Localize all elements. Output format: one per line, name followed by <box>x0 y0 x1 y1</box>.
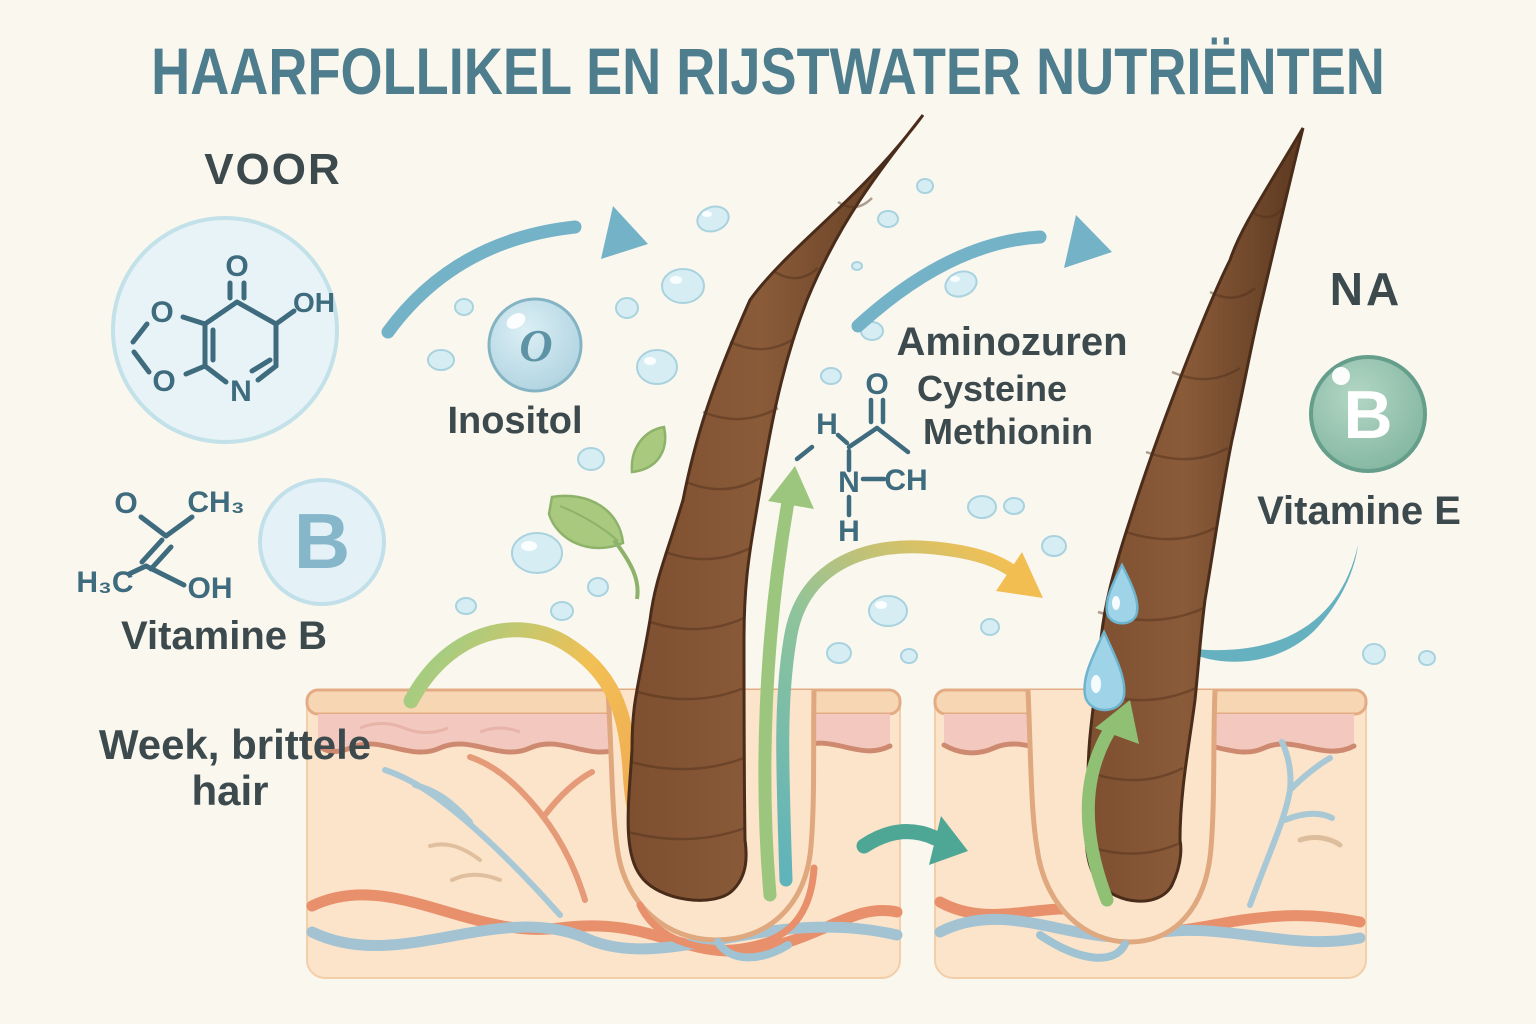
amino-item-cysteine: Cysteine <box>916 368 1068 409</box>
before-label: VOOR <box>204 145 342 194</box>
arrow-blue-right <box>851 215 1112 333</box>
atom-aa-h-bottom: H <box>838 515 860 548</box>
hair-after <box>1084 127 1305 903</box>
atom-vb-o: O <box>114 487 137 520</box>
atom-o-top: O <box>225 250 248 283</box>
inositol-bubble: O <box>487 297 583 393</box>
atom-n: N <box>230 375 252 408</box>
condition-label-line2: hair <box>191 767 269 814</box>
atom-aa-o: O <box>865 368 888 401</box>
atom-o-left-bottom: O <box>152 365 175 398</box>
skin-panel-before <box>305 688 903 979</box>
atom-vb-oh: OH <box>188 572 233 605</box>
arrow-teal-yellow <box>776 540 1043 887</box>
vessels-before <box>306 754 903 957</box>
condition-label-line1: Week, brittele <box>98 721 372 768</box>
page-title: HAARFOLLIKEL EN RIJSTWATER NUTRIËNTEN <box>151 34 1385 108</box>
inositol-symbol: O <box>519 320 552 371</box>
arrow-absorption <box>856 816 968 865</box>
molecule-circle-before: O OH N O O <box>111 216 339 444</box>
vitamine-e-swoosh <box>1164 545 1358 662</box>
sphere-letter: B <box>1343 377 1392 453</box>
water-droplets <box>427 178 1436 666</box>
atom-aa-n: N <box>838 466 860 499</box>
atom-vb-h3c: H₃C <box>76 566 133 599</box>
leaf-large <box>547 494 625 550</box>
inositol-label: Inositol <box>447 400 583 442</box>
hair-before <box>626 114 925 902</box>
atom-o-left-top: O <box>150 296 173 329</box>
molecule-vitamin-b <box>126 514 195 588</box>
molecule-pyridoxine <box>130 280 297 385</box>
rice-leaves <box>547 425 667 600</box>
atom-vb-ch3: CH₃ <box>187 486 244 519</box>
amino-heading: Aminozuren <box>896 320 1128 364</box>
atom-aa-ch: CH <box>884 464 927 497</box>
leaf-stem <box>612 538 640 600</box>
atom-aa-h-top: H <box>816 408 838 441</box>
water-drops-on-hair <box>1083 562 1139 712</box>
vitamin-sphere-after: B <box>1309 355 1427 473</box>
arrow-blue-left <box>381 206 648 339</box>
after-label: NA <box>1329 263 1403 315</box>
atom-oh: OH <box>293 287 335 318</box>
arrow-growth-after <box>1081 700 1139 907</box>
leaf-small <box>630 425 667 474</box>
molecule-amino-acid <box>794 397 911 518</box>
vitamin-e-label: Vitamine E <box>1257 489 1461 533</box>
amino-item-methionin: Methionin <box>923 411 1093 452</box>
vitamin-b-bubble: B <box>258 478 386 606</box>
vitamin-b-label: Vitamine B <box>121 614 327 658</box>
vitamin-b-letter: B <box>294 497 350 585</box>
arrow-growth-up <box>758 466 814 902</box>
